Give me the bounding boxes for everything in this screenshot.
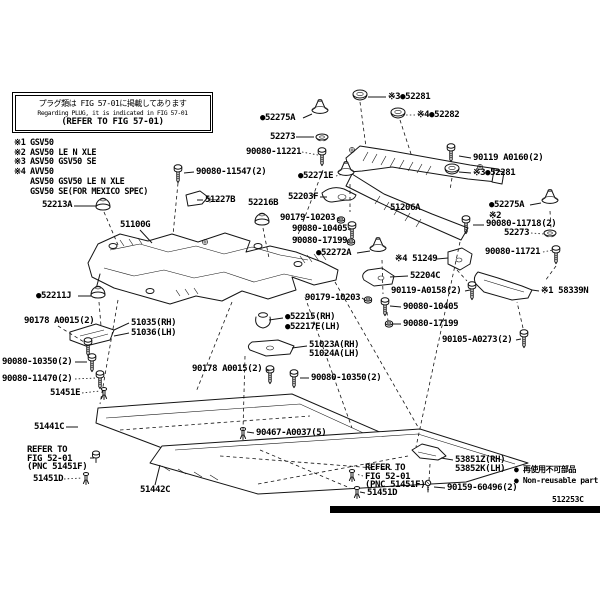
part-label-51451D-1: 51451D	[33, 474, 64, 484]
part-label-51206A: 51206A	[390, 203, 421, 213]
part-label-52215: ●52215(RH)	[285, 312, 336, 322]
legend-line-en: ● Non-reusable part	[514, 476, 598, 485]
note-text-jp: プラグ類は FIG 57-01に掲載してあります	[38, 98, 187, 108]
part-label-52281-1: ※3●52281	[388, 92, 431, 102]
part-label-90080-10350-1: 90080-10350(2)	[2, 357, 73, 367]
part-label-52216B: 52216B	[248, 198, 279, 208]
part-label-90080-11721: 90080-11721	[485, 247, 541, 257]
part-label-51227B: 51227B	[205, 195, 236, 205]
part-label-52273-2: 52273	[504, 228, 530, 238]
part-label-90080-10405-2: 90080-10405	[403, 302, 459, 312]
part-label-90080-10405-1: 90080-10405	[292, 224, 348, 234]
part-label-90119-A0160: 90119 A0160(2)	[473, 153, 544, 163]
part-label-51024A: 51024A(LH)	[309, 349, 360, 359]
part-label-90179-10203-2: 90179-10203	[305, 293, 361, 303]
note-box: プラグ類は FIG 57-01に掲載してあります Regarding PLUG,…	[12, 92, 213, 133]
figure-code: 512253C	[552, 495, 584, 504]
part-label-51249: ※4 51249	[395, 254, 438, 264]
model-note: GSV50 SE(FOR MEXICO SPEC)	[30, 186, 148, 197]
part-label-53852K: 53852K(LH)	[455, 464, 506, 474]
part-label-90119-A0158: 90119-A0158(2)	[391, 286, 462, 296]
part-label-90179-10203-1: 90179-10203	[280, 213, 336, 223]
part-label-note-mark-2: ※2	[489, 211, 502, 221]
part-label-52217E: ●52217E(LH)	[285, 322, 341, 332]
legend: ● 再使用不可部品 ● Non-reusable part	[514, 464, 598, 486]
part-label-90080-11718: 90080-11718(2)	[486, 219, 557, 229]
part-label-90080-11547: 90080-11547(2)	[196, 167, 267, 177]
part-label-52275A-2: ●52275A	[489, 200, 525, 210]
part-label-51451E: 51451E	[50, 388, 81, 398]
part-label-51451D-2: 51451D	[367, 488, 398, 498]
part-label-52203F: 52203F	[288, 192, 319, 202]
part-label-53851Z: 53851Z(RH)	[455, 455, 506, 465]
legend-line-jp: ● 再使用不可部品	[514, 465, 577, 474]
part-label-52211J: ●52211J	[36, 291, 72, 301]
bottom-border-bar	[330, 506, 600, 513]
part-label-90080-10350-2: 90080-10350(2)	[311, 373, 382, 383]
part-label-51035: 51035(RH)	[131, 318, 177, 328]
part-label-51441C: 51441C	[34, 422, 65, 432]
part-label-52281-2: ※3●52281	[473, 168, 516, 178]
note-text-en: Regarding PLUG, it is indicated in FIG 5…	[37, 108, 188, 117]
part-label-51100G: 51100G	[120, 220, 151, 230]
model-note: ASV50 GSV50 LE N XLE	[30, 176, 125, 187]
part-label-90467-A0037: 90467-A0037(5)	[256, 428, 327, 438]
part-label-90178-A0015-2: 90178 A0015(2)	[192, 364, 263, 374]
part-label-52272A: ●52272A	[316, 248, 352, 258]
part-label-90159-60496: 90159-60496(2)	[447, 483, 518, 493]
part-label-52275A-1: ●52275A	[260, 113, 296, 123]
part-label-52271E: ●52271E	[298, 171, 334, 181]
part-label-90080-11470: 90080-11470(2)	[2, 374, 73, 384]
part-label-90178-A0015-1: 90178 A0015(2)	[24, 316, 95, 326]
part-label-90105-A0273: 90105-A0273(2)	[442, 335, 513, 345]
part-label-51442C: 51442C	[140, 485, 171, 495]
part-label-90080-17199-1: 90080-17199	[292, 236, 348, 246]
part-label-51036: 51036(LH)	[131, 328, 177, 338]
part-label-52273-1: 52273	[270, 132, 296, 142]
note-refer-line: (REFER TO FIG 57-01)	[61, 116, 164, 127]
part-label-90080-11221: 90080-11221	[246, 147, 302, 157]
part-label-90080-17199-2: 90080-17199	[403, 319, 459, 329]
part-label-52204C: 52204C	[410, 271, 441, 281]
part-label-52282: ※4●52282	[417, 110, 460, 120]
part-label-58339N: ※1 58339N	[541, 286, 589, 296]
part-label-51023A: 51023A(RH)	[309, 340, 360, 350]
part-label-52213A: 52213A	[42, 200, 73, 210]
note-box-inner: プラグ類は FIG 57-01に掲載してあります Regarding PLUG,…	[14, 94, 211, 131]
